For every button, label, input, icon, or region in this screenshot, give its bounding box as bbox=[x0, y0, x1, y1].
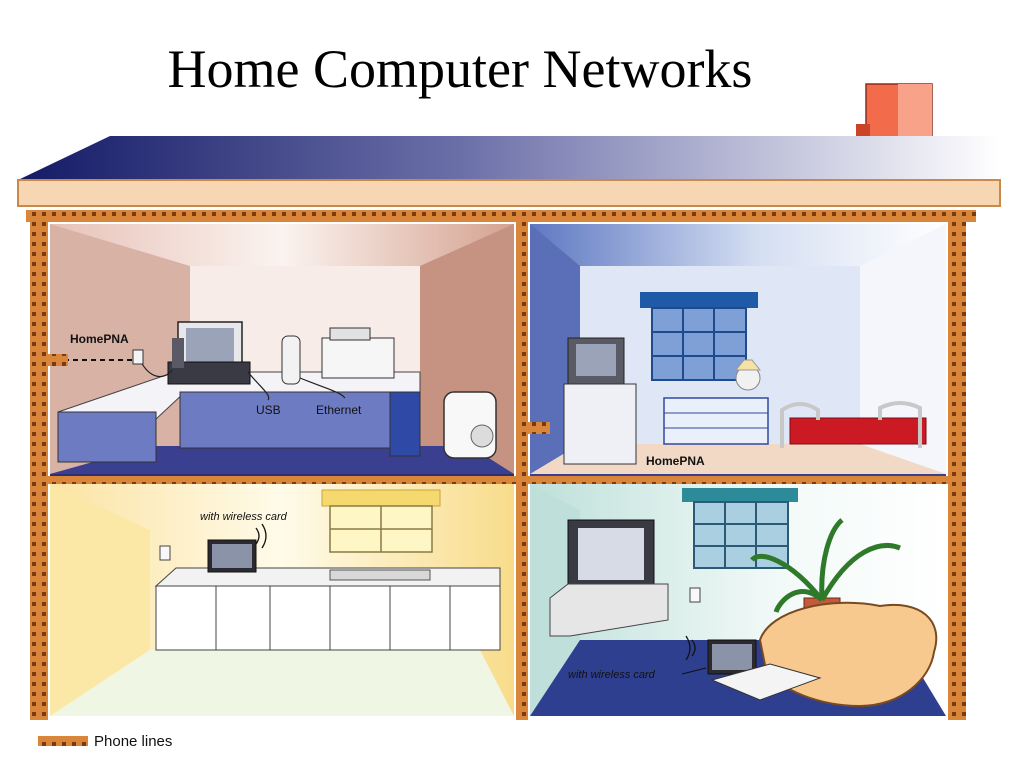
office-tower-computer bbox=[443, 391, 497, 459]
ethernet-label: Ethernet bbox=[316, 403, 362, 417]
phone-line-swatch bbox=[38, 736, 88, 746]
living-window bbox=[682, 488, 798, 569]
slide-title: Home Computer Networks bbox=[167, 39, 753, 99]
usb-label: USB bbox=[256, 403, 281, 417]
wireless-label-leader bbox=[681, 667, 707, 675]
office-computer bbox=[167, 321, 251, 385]
legend: Phone lines bbox=[38, 733, 172, 750]
roof bbox=[17, 136, 1001, 207]
living-laptop bbox=[685, 635, 822, 701]
bedroom-window bbox=[640, 292, 758, 381]
printer bbox=[321, 327, 395, 379]
house-frame bbox=[26, 210, 976, 720]
homepna-label-left: HomePNA bbox=[70, 332, 129, 346]
floor-divider-phone-line bbox=[48, 476, 948, 484]
bed bbox=[780, 401, 927, 448]
l-shaped-desk bbox=[57, 371, 421, 463]
kitchen-laptop bbox=[207, 523, 267, 573]
phone-device bbox=[281, 335, 301, 385]
legend-label: Phone lines bbox=[94, 733, 172, 750]
wireless-label-living: with wireless card bbox=[568, 669, 656, 681]
homepna-connector-bedroom bbox=[528, 422, 550, 434]
kitchen-window bbox=[321, 489, 441, 553]
television bbox=[549, 519, 669, 637]
homepna-connector-left bbox=[46, 349, 144, 366]
homepna-label-bedroom: HomePNA bbox=[646, 454, 705, 468]
dresser bbox=[663, 359, 769, 445]
kitchen-counter bbox=[154, 567, 501, 651]
wireless-label-kitchen: with wireless card bbox=[200, 511, 288, 523]
kitchen-wall-jack bbox=[159, 545, 171, 561]
living-wall-jack bbox=[689, 587, 701, 603]
bedroom-computer bbox=[563, 337, 637, 465]
